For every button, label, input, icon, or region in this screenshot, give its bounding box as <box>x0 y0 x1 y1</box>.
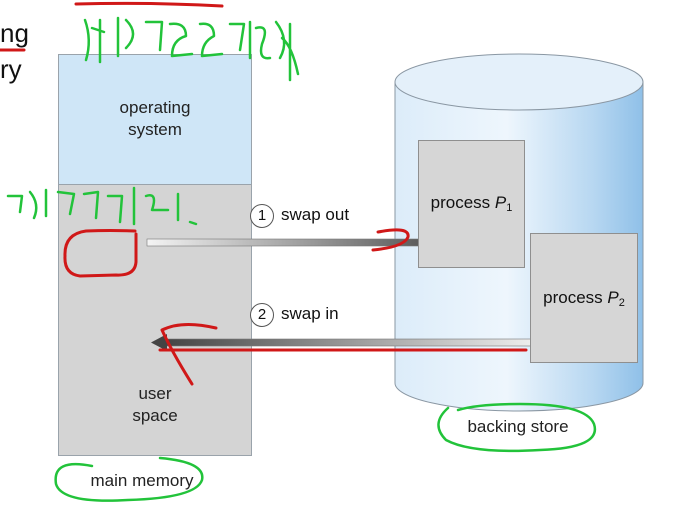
process-p2-box: process P2 <box>530 233 638 363</box>
user-label-line2: space <box>132 406 178 425</box>
title-fragment-1: ng <box>0 18 29 48</box>
title-fragment-2: ry <box>0 54 22 84</box>
process-p1-box: process P1 <box>418 140 525 268</box>
user-label-line1: user <box>138 384 172 403</box>
step-1-badge: 1 <box>250 204 274 228</box>
step-1-label: swap out <box>281 205 350 224</box>
process-p1-label: process P1 <box>430 193 513 214</box>
step-2-badge: 2 <box>250 303 274 327</box>
main-memory-caption: main memory <box>90 471 194 490</box>
os-label-line2: system <box>128 120 182 139</box>
os-label-line1: operating <box>119 98 191 117</box>
step-2-label: swap in <box>281 304 339 323</box>
green-annotations <box>6 16 597 502</box>
process-p2-label: process P2 <box>543 288 625 309</box>
backing-store-caption: backing store <box>467 417 569 436</box>
user-space-region: user space <box>58 184 252 456</box>
operating-system-region: operating system <box>58 54 252 185</box>
